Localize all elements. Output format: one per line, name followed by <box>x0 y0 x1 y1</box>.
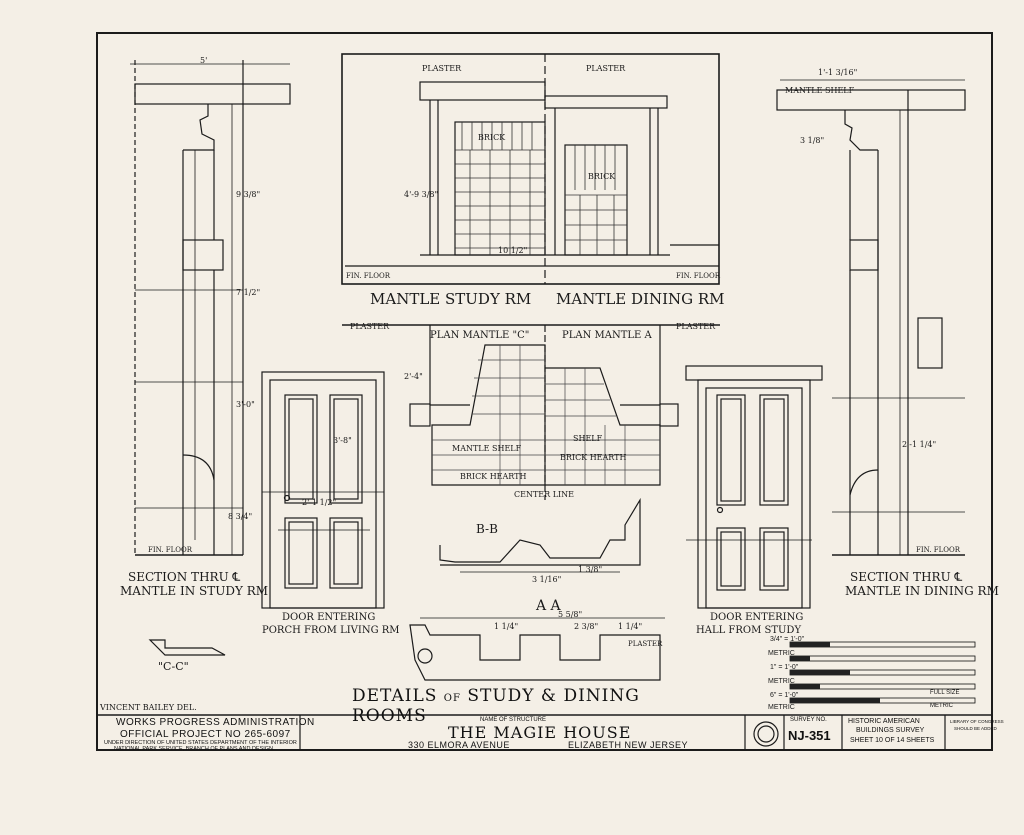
label-section-study-2: Mantle in Study Rm <box>120 584 269 598</box>
tb-address: 330 Elmora Avenue <box>408 740 510 750</box>
study-mantle-section <box>134 60 291 556</box>
tb-survey-label: Survey No. <box>790 717 827 723</box>
tb-structure-name: The Magie House <box>448 723 632 742</box>
dim-5-5-8: 5 5/8" <box>558 610 583 619</box>
dim-2-3-8: 2 3/8" <box>574 622 599 631</box>
label-door-hall-2: Hall from Study <box>696 625 802 636</box>
tb-library-2: Should Be Added <box>954 726 997 731</box>
note-plaster-plan-right: Plaster <box>676 322 716 331</box>
label-section-cc: "C-C" <box>158 660 189 673</box>
scale-3-unit: Metric <box>768 704 795 711</box>
note-fin-floor-elev-left: Fin. Floor <box>346 272 391 280</box>
dim-2-4: 2'-4" <box>404 372 423 381</box>
dim-1-1-4-b: 1 1/4" <box>618 622 643 631</box>
note-mantle-shelf-section: Mantle Shelf <box>785 86 855 95</box>
scale-4: Full Size <box>930 690 960 696</box>
scale-2-unit: Metric <box>768 678 795 685</box>
note-brick-dining: Brick <box>588 172 616 181</box>
moulding-profiles <box>148 497 661 681</box>
dim-7-1-2: 7 1/2" <box>236 288 261 297</box>
note-plaster-dining: Plaster <box>586 64 626 73</box>
tb-direction-2: National Park Service, Branch of Plans a… <box>114 746 274 752</box>
tb-project: Official Project No 265-6097 <box>120 729 291 740</box>
note-mantle-shelf: Mantle Shelf <box>452 444 522 453</box>
scale-4-unit: Metric <box>930 703 953 709</box>
note-plaster-plan-left: Plaster <box>350 322 390 331</box>
tb-survey-no: NJ-351 <box>788 728 831 743</box>
door-hall-elevation <box>685 365 823 609</box>
label-section-dining-1: Section Thru ℄ <box>850 570 963 584</box>
dim-1-1-4: 1 1/4" <box>494 622 519 631</box>
tb-wpa: Works Progress Administration <box>116 717 315 728</box>
sheet-title: Details of Study & Dining Rooms <box>352 686 712 726</box>
dim-1-1-3-16: 1'-1 3/16" <box>818 68 858 77</box>
dim-9-3-8: 9 3/8" <box>236 190 261 199</box>
mantle-plans <box>342 324 720 500</box>
dim-10-1-2: 10 1/2" <box>498 246 528 255</box>
sheet-title-of: of <box>443 693 461 704</box>
door-porch-elevation <box>261 371 385 609</box>
scale-1-unit: Metric <box>768 650 795 657</box>
mantle-elevation-frame <box>341 53 720 285</box>
tb-city: Elizabeth New Jersey <box>568 740 689 750</box>
tb-sheet-no: Sheet 10 of 14 Sheets <box>850 737 935 744</box>
label-section-dining-2: Mantle in Dining Rm <box>845 584 999 598</box>
dim-2-1-2: 2'-1 1/2" <box>302 498 337 507</box>
label-door-hall-1: Door Entering <box>710 612 804 623</box>
dim-3-8: 3'-8" <box>333 436 352 445</box>
graphic-scales <box>789 641 976 704</box>
dim-4-9-3-8: 4'-9 3/8" <box>404 190 439 199</box>
label-plan-a: Plan Mantle A <box>562 330 652 341</box>
dim-3-0: 3'-0" <box>236 400 255 409</box>
tb-direction-1: Under Direction of United States Departm… <box>104 740 297 746</box>
label-mantle-study: Mantle Study Rm <box>370 290 532 308</box>
dim-8-3-4: 8 3/4" <box>228 512 253 521</box>
dim-1-3-8: 1 3/8" <box>578 565 603 574</box>
sheet-title-rest: Study & Dining Rooms <box>352 686 640 726</box>
note-brick-hearth-c: Brick Hearth <box>460 472 527 481</box>
dim-3-1-8: 3 1/8" <box>800 136 825 145</box>
label-plan-c: Plan Mantle "C" <box>430 330 530 341</box>
sheet-border <box>96 32 993 751</box>
tb-habs-2: Buildings Survey <box>856 727 925 734</box>
note-fin-floor-dining: Fin. Floor <box>916 546 961 554</box>
dim-2-1-4: 2'-1 1/4" <box>902 440 937 449</box>
label-door-porch-2: Porch from Living Rm <box>262 625 400 636</box>
tb-habs-1: Historic American <box>848 718 920 725</box>
dimension-lines <box>130 63 965 619</box>
label-mantle-dining: Mantle Dining Rm <box>556 290 725 308</box>
dim-5: 5' <box>200 56 208 65</box>
note-plaster-study: Plaster <box>422 64 462 73</box>
note-center-line: Center Line <box>514 490 575 499</box>
sheet-title-main: Details <box>352 686 438 706</box>
label-door-porch-1: Door Entering <box>282 612 376 623</box>
tb-name-label: Name of Structure <box>480 717 546 723</box>
note-plaster-aa: Plaster <box>628 640 663 648</box>
note-brick-hearth-a: Brick Hearth <box>560 453 627 462</box>
scale-2: 1" = 1'-0" <box>770 664 799 671</box>
scale-1: 3/4" = 1'-0" <box>770 636 805 643</box>
drafter-credit: Vincent Bailey Del. <box>100 703 197 712</box>
dining-mantle-section <box>776 89 966 556</box>
note-fin-floor-study: Fin. Floor <box>148 546 193 554</box>
dim-3-1-16: 3 1/16" <box>532 575 562 584</box>
label-section-aa: A A <box>536 598 561 614</box>
tb-library-1: Library of Congress <box>950 719 1004 724</box>
scale-3: 6" = 1'-0" <box>770 692 799 699</box>
note-brick-study: Brick <box>478 133 506 142</box>
label-section-study-1: Section Thru ℄ <box>128 570 241 584</box>
note-shelf: Shelf <box>573 434 603 443</box>
note-fin-floor-elev-right: Fin. Floor <box>676 272 721 280</box>
label-section-bb: B-B <box>476 522 498 536</box>
